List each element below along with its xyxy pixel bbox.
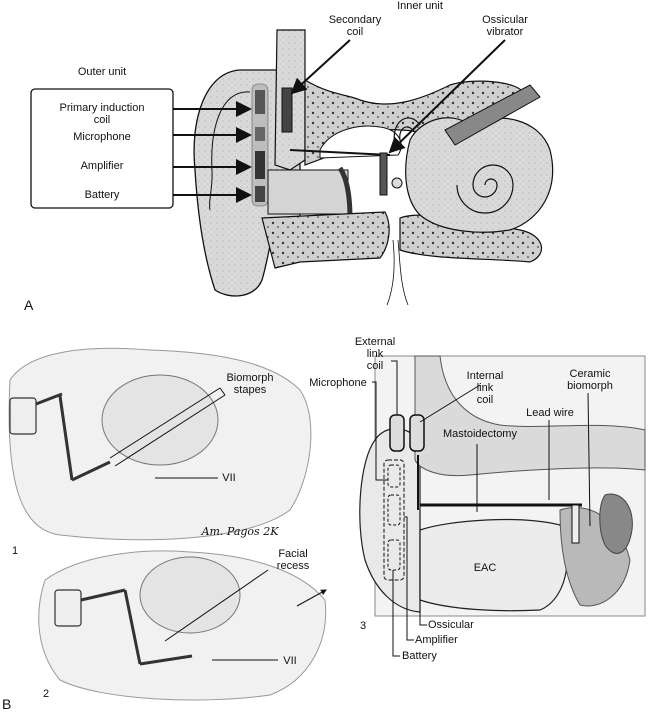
sub1-arm-b bbox=[58, 395, 74, 481]
ossicular-leader bbox=[419, 510, 427, 626]
ear-canal bbox=[267, 169, 349, 215]
amplifier-block bbox=[255, 151, 265, 179]
arrow-secondary-coil bbox=[290, 39, 351, 95]
label-lead-wire: Lead wire bbox=[526, 407, 574, 419]
arrow-ossicular-vibrator bbox=[388, 39, 506, 154]
sub2-arm-b bbox=[123, 589, 142, 665]
sub1-ear-canal bbox=[101, 374, 219, 466]
temporal-bone-lower bbox=[261, 211, 390, 269]
inner-ear-body bbox=[405, 117, 554, 233]
label-sub3-microphone: Microphone bbox=[309, 377, 367, 389]
internal-link-coil-leader bbox=[419, 384, 481, 423]
label-amplifier: Amplifier bbox=[80, 160, 124, 172]
sub3-cochlea bbox=[599, 493, 633, 554]
external-link-coil-leader bbox=[391, 360, 398, 415]
label-sub1-vii: VII bbox=[222, 472, 236, 484]
label-sub3-amplifier: Amplifier bbox=[415, 634, 458, 646]
battery-compartment bbox=[387, 539, 401, 571]
auricle-shape bbox=[193, 69, 301, 297]
internal-link-coil bbox=[409, 414, 425, 452]
label-ossicular-vibrator: Ossicular vibrator bbox=[482, 14, 528, 38]
sub2-arm-c bbox=[139, 654, 193, 666]
sub3-auricle bbox=[359, 428, 421, 613]
inner-unit-title: Inner unit bbox=[397, 0, 443, 12]
label-primary-induction-coil: Primary induction coil bbox=[59, 102, 145, 126]
artist-signature: Am. Pagos 2K bbox=[201, 525, 279, 538]
helix-curve bbox=[209, 91, 251, 211]
sub3-skull-top bbox=[414, 355, 646, 477]
amplifier-leader bbox=[404, 516, 414, 641]
label-eac: EAC bbox=[473, 562, 497, 574]
ossicular-vibrator bbox=[379, 152, 388, 196]
label-mastoidectomy: Mastoidectomy bbox=[443, 428, 517, 440]
label-facial-recess: Facial recess bbox=[276, 548, 310, 572]
battery-block bbox=[255, 186, 265, 202]
sub3-number: 3 bbox=[359, 620, 367, 632]
biomorph-stapes-leader-1 bbox=[109, 387, 221, 459]
label-internal-link-coil: Internal link coil bbox=[466, 370, 504, 406]
panel-a-letter: A bbox=[24, 297, 34, 313]
microphone-block bbox=[255, 127, 265, 141]
amplifier-compartment bbox=[387, 494, 401, 526]
label-biomorph-stapes: Biomorph stapes bbox=[226, 372, 274, 396]
nerve-strand bbox=[386, 239, 409, 306]
microphone-leader bbox=[372, 381, 388, 481]
label-sub3-battery: Battery bbox=[402, 650, 437, 662]
sub2-coil-plate bbox=[54, 589, 82, 627]
sub1-number: 1 bbox=[11, 545, 19, 557]
sub1-coil-plate bbox=[9, 397, 37, 435]
flow-arrow bbox=[296, 589, 327, 607]
panel-b-letter: B bbox=[2, 696, 12, 712]
cochlea-spiral bbox=[456, 164, 514, 214]
internal-auditory-canal bbox=[444, 84, 541, 146]
label-ceramic-biomorph: Ceramic biomorph bbox=[567, 368, 613, 392]
label-ossicular: Ossicular bbox=[428, 619, 474, 631]
label-battery: Battery bbox=[84, 189, 120, 201]
connecting-rod bbox=[289, 149, 391, 156]
battery-leader bbox=[392, 570, 400, 657]
outer-device-dashed bbox=[383, 459, 405, 581]
biomorph-stapes-leader-2 bbox=[114, 394, 226, 467]
stapes-joint bbox=[391, 177, 403, 189]
sub3-eac bbox=[419, 518, 568, 612]
label-microphone: Microphone bbox=[73, 131, 131, 143]
label-secondary-coil: Secondary coil bbox=[328, 14, 382, 38]
label-sub2-vii: VII bbox=[283, 655, 297, 667]
primary-coil-block bbox=[255, 90, 265, 114]
outer-unit-title: Outer unit bbox=[77, 66, 127, 78]
sub2-number: 2 bbox=[42, 688, 50, 700]
label-external-link-coil: External link coil bbox=[354, 336, 396, 372]
sub2-arm-a bbox=[80, 588, 126, 602]
sub1-arm-c bbox=[71, 460, 111, 482]
sub1-arm-a bbox=[35, 392, 63, 406]
secondary-coil bbox=[281, 87, 293, 133]
ceramic-biomorph-device bbox=[571, 504, 580, 544]
external-link-coil bbox=[389, 414, 405, 452]
microphone-compartment bbox=[387, 464, 401, 488]
sub2-ear-canal bbox=[139, 556, 241, 634]
facial-recess-leader bbox=[164, 569, 269, 642]
biomorph-stapes-leader-join bbox=[219, 387, 226, 396]
ceramic-biomorph-leader bbox=[587, 392, 591, 527]
outer-unit-box bbox=[30, 88, 174, 209]
